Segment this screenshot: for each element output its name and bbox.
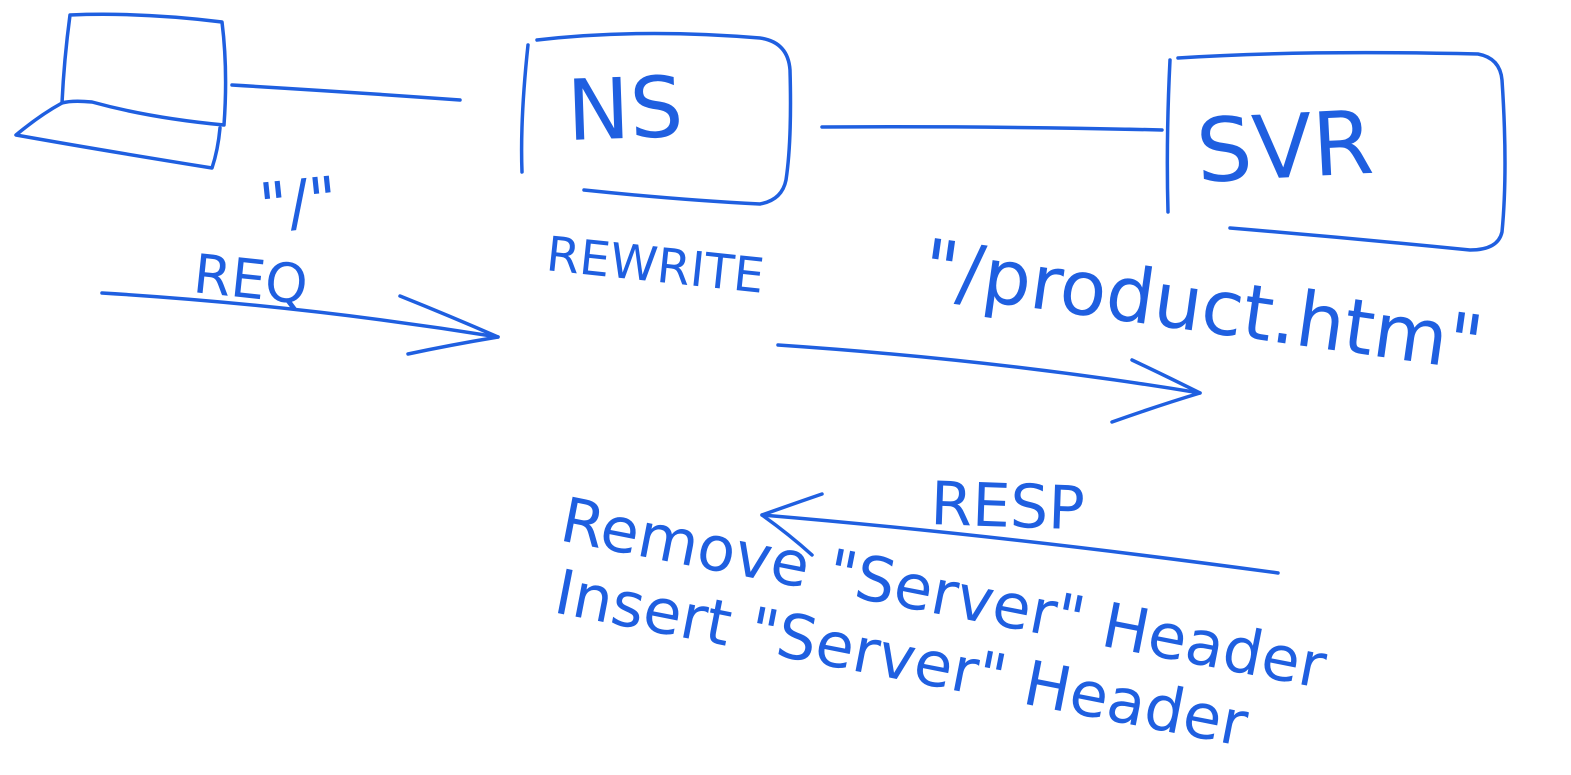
request-label: REQ [191,242,311,317]
svr-label: SVR [1194,91,1376,203]
svr-node [1165,50,1507,252]
ns-node [519,31,793,206]
ns-svr-link [820,125,1164,132]
rewrite-arrow [776,343,1202,424]
request-arrow [100,291,500,356]
rewritten-path-label: "/product.htm" [917,222,1488,389]
laptop-icon [14,12,228,170]
response-arrow [760,492,1280,575]
rewrite-label: REWRITE [544,226,767,305]
response-label: RESP [929,469,1085,544]
client-ns-link [230,83,462,102]
ns-label: NS [565,58,685,160]
request-path-label: "/" [256,162,341,243]
